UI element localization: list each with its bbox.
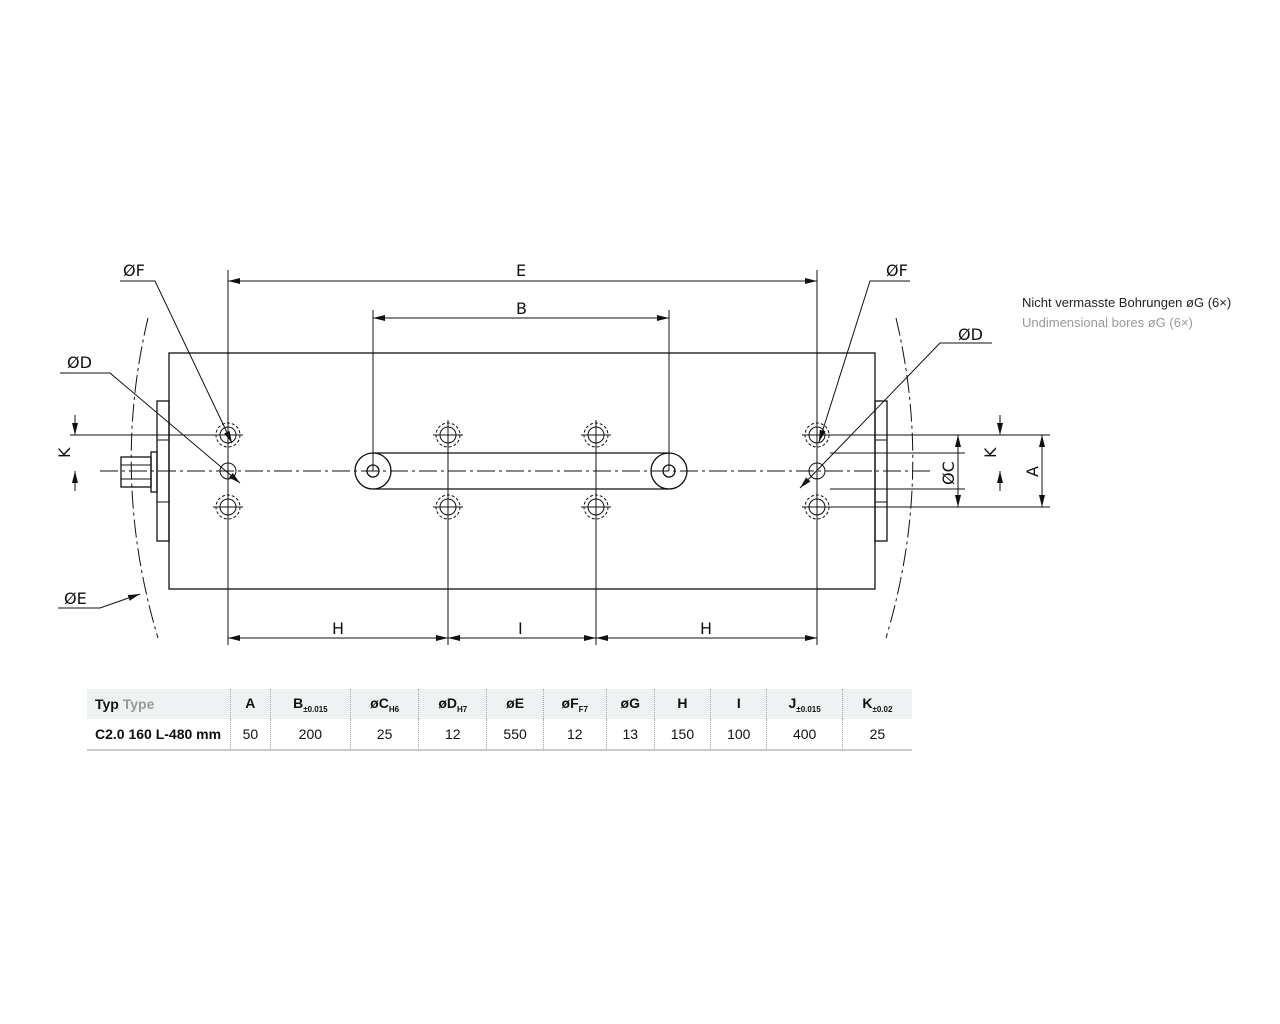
hdr: K <box>862 694 873 711</box>
header-cell: øFF7 <box>542 689 607 719</box>
hdr: øC <box>370 694 389 711</box>
header-cell: A <box>230 689 271 719</box>
label-B: B <box>516 299 527 318</box>
hdr-sub: ±0.02 <box>872 704 893 714</box>
hdr: øE <box>506 694 525 711</box>
typ-en: Type <box>122 696 155 712</box>
cell: 550 <box>486 719 544 751</box>
cell: 25 <box>349 719 419 751</box>
hdr: H <box>677 694 688 711</box>
table-row: C2.0 160 L-480 mm 50 200 25 12 550 12 13… <box>87 719 912 751</box>
label-D-right: ØD <box>958 325 983 344</box>
cell: 12 <box>418 719 487 751</box>
label-F-left: ØF <box>123 261 145 280</box>
label-E-diameter: ØE <box>64 589 87 608</box>
header-cell: øE <box>486 689 544 719</box>
hdr: I <box>736 694 741 711</box>
hdr-sub: ±0.015 <box>303 704 328 714</box>
hdr-sub: F7 <box>578 704 588 714</box>
label-D-left: ØD <box>67 353 92 372</box>
cell: 200 <box>269 719 351 751</box>
roller-body <box>100 352 930 590</box>
hdr: A <box>245 694 256 711</box>
technical-drawing: E B H I H ØF ØD ØE ØF ØD K K ØC A <box>55 261 1050 645</box>
hdr-sub: ±0.015 <box>796 704 821 714</box>
hdr: øF <box>561 694 579 711</box>
header-cell: H <box>653 689 711 719</box>
dimensions-table: Typ Type A B±0.015 øCH6 øDH7 øE øFF7 øG … <box>87 689 912 751</box>
cell: 150 <box>653 719 711 751</box>
header-cell: øG <box>605 689 655 719</box>
header-cell: J±0.015 <box>766 689 843 719</box>
header-cell: I <box>710 689 767 719</box>
cell: 25 <box>841 719 912 751</box>
cell-type: C2.0 160 L-480 mm <box>87 719 231 751</box>
dimension-lines <box>58 270 1050 645</box>
hdr: øG <box>620 694 640 711</box>
typ-de: Typ <box>95 696 119 712</box>
label-I: I <box>518 619 523 638</box>
label-H-left: H <box>332 619 344 638</box>
cell: 13 <box>605 719 655 751</box>
table-header: Typ Type A B±0.015 øCH6 øDH7 øE øFF7 øG … <box>87 689 912 719</box>
header-cell: øDH7 <box>418 689 487 719</box>
header-type: Typ Type <box>87 689 231 719</box>
header-cell: K±0.02 <box>841 689 912 719</box>
cell: 400 <box>766 719 843 751</box>
label-C: ØC <box>939 461 958 485</box>
hdr: øD <box>438 694 458 711</box>
label-F-right: ØF <box>886 261 908 280</box>
label-K-right: K <box>981 447 1000 458</box>
header-cell: B±0.015 <box>269 689 351 719</box>
label-E: E <box>516 261 526 280</box>
hdr-sub: H7 <box>457 704 468 714</box>
label-H-right: H <box>700 619 712 638</box>
cell: 100 <box>710 719 767 751</box>
note-german: Nicht vermasste Bohrungen øG (6×) <box>1022 295 1232 310</box>
hdr: J <box>788 694 797 711</box>
hdr-sub: H6 <box>388 704 400 714</box>
header-cell: øCH6 <box>349 689 419 719</box>
cell: 50 <box>230 719 271 751</box>
label-A: A <box>1023 466 1042 477</box>
label-K-left: K <box>55 447 74 458</box>
note-english: Undimensional bores øG (6×) <box>1022 315 1193 330</box>
hdr: B <box>293 694 304 711</box>
cell: 12 <box>542 719 607 751</box>
